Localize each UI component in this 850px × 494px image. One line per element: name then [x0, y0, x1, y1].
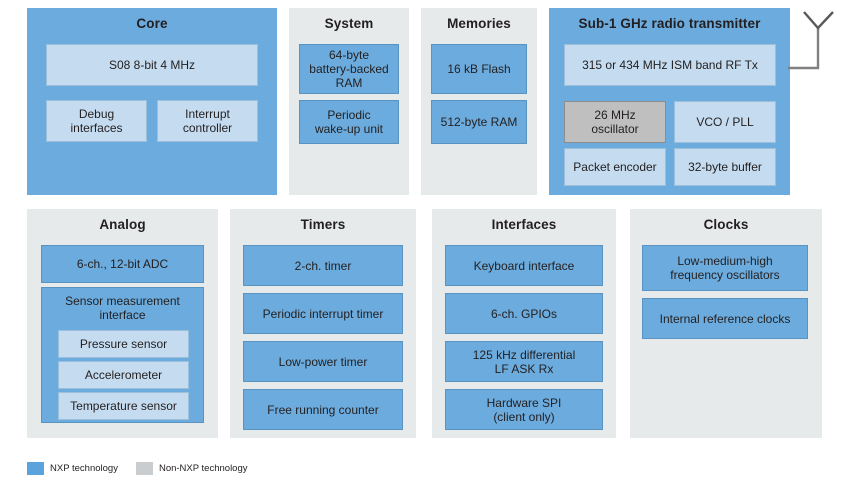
block-clocks-title: Clocks	[703, 217, 749, 232]
block-timers-title: Timers	[300, 217, 346, 232]
system-item-periodic-wakeup-unit-label-line2: wake-up unit	[314, 122, 384, 136]
radio-item-26mhz-oscillator-label-line2: oscillator	[591, 122, 639, 136]
interfaces-item-hardware-spi-label-line2: (client only)	[493, 409, 555, 424]
interfaces-item-hardware-spi-label-line1: Hardware SPI	[486, 395, 562, 410]
timers-item-2ch-timer[interactable]: 2-ch. timer	[243, 245, 403, 286]
block-core: Core S08 8-bit 4 MHz Debug interfaces In…	[27, 8, 277, 195]
block-analog-title: Analog	[99, 217, 146, 232]
core-item-interrupt-controller-label-line2: controller	[182, 121, 233, 135]
interfaces-item-lf-ask-rx-label-line1: 125 kHz differential	[472, 347, 576, 362]
interfaces-item-keyboard-interface-label: Keyboard interface	[473, 258, 575, 273]
radio-item-packet-encoder-label: Packet encoder	[573, 160, 657, 174]
analog-item-pressure-sensor[interactable]: Pressure sensor	[58, 330, 189, 358]
timers-item-low-power-timer-label: Low-power timer	[278, 354, 368, 369]
antenna-icon	[788, 11, 834, 70]
clocks-item-frequency-oscillators-label-line1: Low-medium-high	[677, 254, 773, 268]
core-item-interrupt-controller-label-line1: Interrupt	[185, 107, 230, 121]
radio-item-ism-band-rf-tx-label: 315 or 434 MHz ISM band RF Tx	[582, 58, 758, 72]
legend: NXP technology Non-NXP technology	[27, 462, 266, 475]
core-item-s08-cpu-label: S08 8-bit 4 MHz	[108, 58, 196, 72]
legend-swatch-nxp	[27, 462, 44, 475]
radio-item-32byte-buffer[interactable]: 32-byte buffer	[674, 148, 776, 186]
block-system-title: System	[324, 16, 374, 31]
system-item-battery-backed-ram-label-line3: RAM	[335, 76, 363, 90]
legend-label-non-nxp: Non-NXP technology	[158, 463, 248, 474]
interfaces-item-keyboard-interface[interactable]: Keyboard interface	[445, 245, 603, 286]
block-clocks: Clocks Low-medium-high frequency oscilla…	[630, 209, 822, 438]
interfaces-item-lf-ask-rx-label-line2: LF ASK Rx	[494, 361, 554, 376]
memories-item-ram-label: 512-byte RAM	[440, 115, 518, 129]
block-interfaces-title: Interfaces	[491, 217, 557, 232]
analog-item-temperature-sensor[interactable]: Temperature sensor	[58, 392, 189, 420]
block-timers: Timers 2-ch. timer Periodic interrupt ti…	[230, 209, 416, 438]
analog-item-pressure-sensor-label: Pressure sensor	[79, 337, 168, 351]
block-system: System 64-byte battery-backed RAM Period…	[289, 8, 409, 195]
radio-item-32byte-buffer-label: 32-byte buffer	[688, 160, 762, 174]
timers-item-low-power-timer[interactable]: Low-power timer	[243, 341, 403, 382]
core-item-debug-interfaces-label-line1: Debug	[78, 107, 115, 121]
radio-item-packet-encoder[interactable]: Packet encoder	[564, 148, 666, 186]
timers-item-free-running-counter[interactable]: Free running counter	[243, 389, 403, 430]
interfaces-item-hardware-spi[interactable]: Hardware SPI (client only)	[445, 389, 603, 430]
block-radio-transmitter-title: Sub-1 GHz radio transmitter	[578, 16, 761, 31]
timers-item-2ch-timer-label: 2-ch. timer	[294, 258, 352, 273]
interfaces-item-lf-ask-rx[interactable]: 125 kHz differential LF ASK Rx	[445, 341, 603, 382]
system-item-battery-backed-ram-label-line1: 64-byte	[328, 48, 370, 62]
block-radio-transmitter: Sub-1 GHz radio transmitter 315 or 434 M…	[549, 8, 790, 195]
radio-item-ism-band-rf-tx[interactable]: 315 or 434 MHz ISM band RF Tx	[564, 44, 776, 86]
legend-label-nxp: NXP technology	[50, 463, 118, 474]
interfaces-item-gpios-label: 6-ch. GPIOs	[490, 306, 558, 321]
analog-item-accelerometer-label: Accelerometer	[84, 368, 163, 382]
analog-item-temperature-sensor-label: Temperature sensor	[70, 399, 177, 413]
core-item-debug-interfaces-label-line2: interfaces	[70, 121, 123, 135]
core-item-debug-interfaces[interactable]: Debug interfaces	[46, 100, 147, 142]
system-item-periodic-wakeup-unit-label-line1: Periodic	[327, 108, 371, 122]
legend-swatch-non-nxp	[135, 462, 153, 475]
timers-item-periodic-interrupt-timer[interactable]: Periodic interrupt timer	[243, 293, 403, 334]
radio-item-vco-pll-label: VCO / PLL	[696, 115, 754, 129]
analog-item-adc[interactable]: 6-ch., 12-bit ADC	[41, 245, 204, 283]
system-item-battery-backed-ram[interactable]: 64-byte battery-backed RAM	[299, 44, 399, 94]
memories-item-flash-label: 16 kB Flash	[447, 62, 511, 76]
clocks-item-frequency-oscillators-label-line2: frequency oscillators	[670, 268, 780, 282]
radio-item-26mhz-oscillator[interactable]: 26 MHz oscillator	[564, 101, 666, 143]
block-memories-title: Memories	[447, 16, 511, 31]
system-item-periodic-wakeup-unit[interactable]: Periodic wake-up unit	[299, 100, 399, 144]
memories-item-flash[interactable]: 16 kB Flash	[431, 44, 527, 94]
radio-item-26mhz-oscillator-label-line1: 26 MHz	[594, 108, 636, 122]
analog-group-sensor-label-line2: interface	[99, 308, 146, 322]
analog-item-accelerometer[interactable]: Accelerometer	[58, 361, 189, 389]
radio-item-vco-pll[interactable]: VCO / PLL	[674, 101, 776, 143]
clocks-item-internal-reference-clocks[interactable]: Internal reference clocks	[642, 298, 808, 339]
core-item-s08-cpu[interactable]: S08 8-bit 4 MHz	[46, 44, 258, 86]
block-memories: Memories 16 kB Flash 512-byte RAM	[421, 8, 537, 195]
block-analog: Analog 6-ch., 12-bit ADC Sensor measurem…	[27, 209, 218, 438]
analog-group-sensor-measurement-interface: Sensor measurement interface Pressure se…	[41, 287, 204, 423]
system-item-battery-backed-ram-label-line2: battery-backed	[309, 62, 389, 76]
timers-item-periodic-interrupt-timer-label: Periodic interrupt timer	[262, 306, 384, 321]
interfaces-item-gpios[interactable]: 6-ch. GPIOs	[445, 293, 603, 334]
block-interfaces: Interfaces Keyboard interface 6-ch. GPIO…	[432, 209, 616, 438]
analog-group-sensor-label-line1: Sensor measurement	[65, 294, 180, 308]
clocks-item-internal-reference-clocks-label: Internal reference clocks	[659, 311, 791, 326]
timers-item-free-running-counter-label: Free running counter	[267, 402, 379, 417]
core-item-interrupt-controller[interactable]: Interrupt controller	[157, 100, 258, 142]
memories-item-ram[interactable]: 512-byte RAM	[431, 100, 527, 144]
clocks-item-frequency-oscillators[interactable]: Low-medium-high frequency oscillators	[642, 245, 808, 291]
analog-item-adc-label: 6-ch., 12-bit ADC	[76, 257, 169, 271]
block-core-title: Core	[136, 16, 168, 31]
